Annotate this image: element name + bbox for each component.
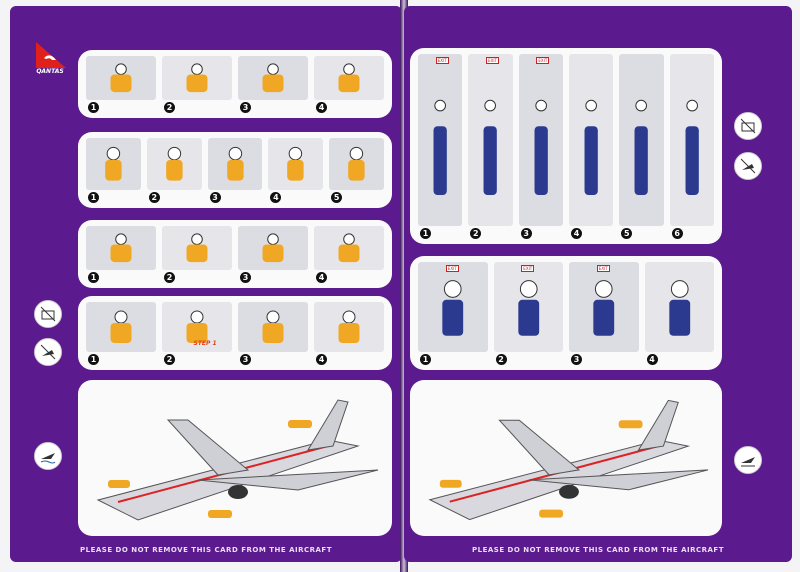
step-illustration [207,138,263,190]
step-number: 4 [270,192,282,203]
aircraft-landing-icon [734,446,762,474]
step-number: 3 [520,228,532,239]
step-number: 2 [495,354,507,365]
aircraft-illustration [96,399,379,521]
step-illustration [569,262,639,352]
aircraft-illustration [428,399,709,521]
ditching-exits-panel [78,380,392,536]
step-number: 1 [88,272,99,283]
briefcase-prohibited-icon [734,112,762,140]
step-illustration [314,302,384,352]
step-illustration [329,138,384,190]
high-heels-prohibited-icon [734,152,762,180]
step-illustration [162,302,232,352]
step-number: 1 [420,228,431,239]
step-illustration [238,302,308,352]
step-illustration [162,56,232,100]
step-illustration [86,138,141,190]
step-number: 3 [571,354,582,365]
step-illustration [468,54,513,226]
exit-sign: EXIT [596,265,610,272]
step-number: 1 [88,192,99,203]
door-slide-raft-panel: 1 2 3 4 5 6 EXIT EXIT EXIT [410,48,722,244]
step-illustration [268,138,324,190]
step-number: 3 [240,102,251,113]
footer-notice: PLEASE DO NOT REMOVE THIS CARD FROM THE … [471,546,724,554]
step-number: 2 [164,272,175,283]
high-heels-prohibited-icon [34,338,62,366]
step-number: 2 [164,102,175,113]
step-number: 1 [420,354,431,365]
oxygen-mask-panel: 1 2 3 4 [78,50,392,118]
step-number: 3 [240,354,251,365]
step-illustration [238,226,308,270]
step-number: 3 [209,192,221,203]
step-illustration [619,54,664,226]
exit-sign: EXIT [445,265,459,272]
door-slide-panel: 1 2 3 4 EXIT EXIT EXIT [410,256,722,370]
qantas-logo: QANTAS [32,40,68,75]
step-label: STEP 1 [193,340,217,347]
step-number: 3 [240,272,251,283]
step-illustration [314,56,384,100]
infant-vest-panel: 1 2 3 4 [78,220,392,288]
life-raft-panel: 1 2 3 4 STEP 1 [78,296,392,370]
step-illustration [86,226,156,270]
step-number: 4 [316,102,327,113]
step-number: 4 [316,354,327,365]
step-illustration [238,56,308,100]
step-number: 6 [671,228,683,239]
step-illustration [518,54,563,226]
exit-sign: EXIT [536,57,550,64]
step-illustration [493,262,563,352]
exit-sign: EXIT [435,57,449,64]
footer-notice: PLEASE DO NOT REMOVE THIS CARD FROM THE … [79,546,332,554]
life-vest-panel: 1 2 3 4 5 [78,132,392,208]
step-illustration [86,302,156,352]
step-illustration [418,54,463,226]
step-illustration [644,262,714,352]
step-illustration [314,226,384,270]
land-evacuation-panel [410,380,722,536]
step-number: 2 [148,192,160,203]
briefcase-prohibited-icon [34,300,62,328]
step-number: 4 [571,228,582,239]
exit-sign: EXIT [521,265,535,272]
step-number: 4 [316,272,327,283]
step-number: 4 [646,354,658,365]
aircraft-ditching-icon [34,442,62,470]
step-number: 1 [88,102,99,113]
step-number: 2 [470,228,482,239]
step-illustration [569,54,614,226]
step-illustration [418,262,488,352]
step-number: 2 [164,354,175,365]
step-illustration [162,226,232,270]
step-number: 5 [331,192,343,203]
exit-sign: EXIT [486,57,499,64]
step-illustration [146,138,202,190]
step-illustration [669,54,714,226]
step-number: 5 [621,228,633,239]
step-illustration [86,56,156,100]
step-number: 1 [88,354,99,365]
